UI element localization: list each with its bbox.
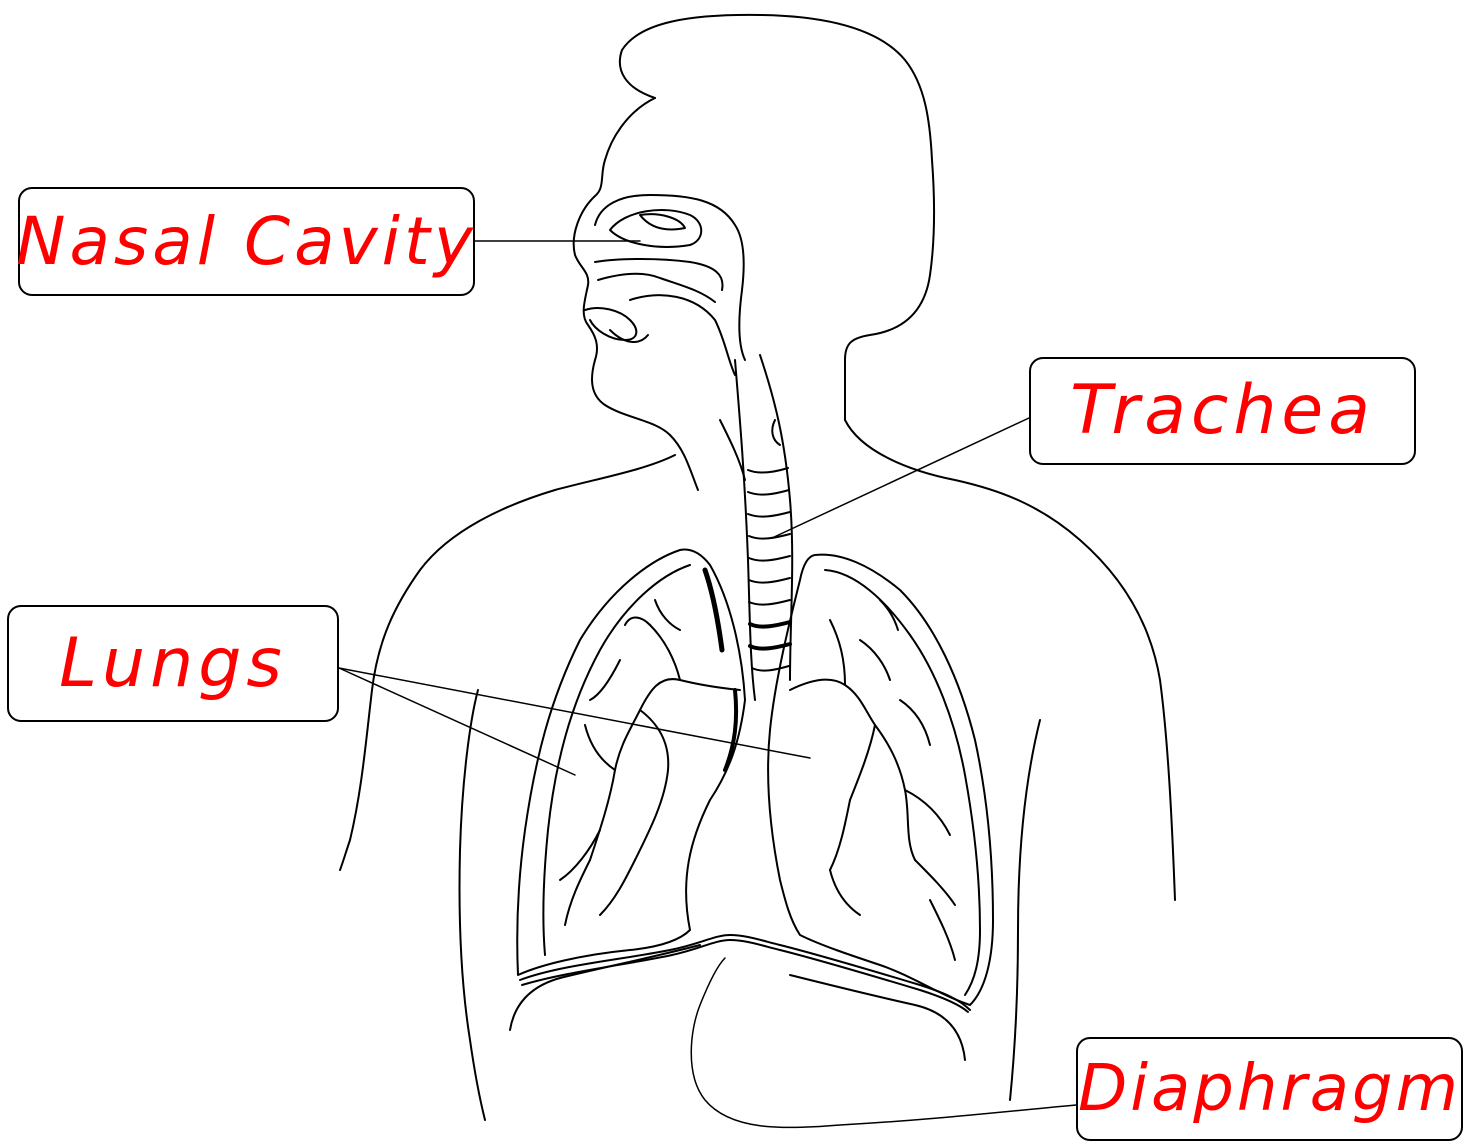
label-diaphragm: Diaphragm — [1076, 1037, 1463, 1141]
left-lung-shape — [517, 550, 745, 975]
trachea-rings — [748, 468, 790, 671]
label-trachea: Trachea — [1029, 357, 1416, 465]
label-diaphragm-text: Diaphragm — [1078, 1057, 1461, 1121]
label-trachea-text: Trachea — [1070, 377, 1375, 445]
body-outline — [340, 15, 1175, 1120]
trachea-shape — [720, 355, 792, 700]
leader-lungs-left — [339, 668, 575, 775]
leader-diaphragm — [691, 958, 1076, 1127]
leader-lungs-right — [339, 668, 810, 758]
label-nasal-cavity-text: Nasal Cavity — [16, 209, 477, 275]
label-nasal-cavity: Nasal Cavity — [18, 187, 475, 296]
nasal-cavity-shape — [585, 195, 745, 375]
label-lungs: Lungs — [7, 605, 339, 722]
leader-trachea — [772, 418, 1029, 538]
label-lungs-text: Lungs — [59, 630, 287, 698]
right-lung-shape — [768, 555, 993, 1005]
